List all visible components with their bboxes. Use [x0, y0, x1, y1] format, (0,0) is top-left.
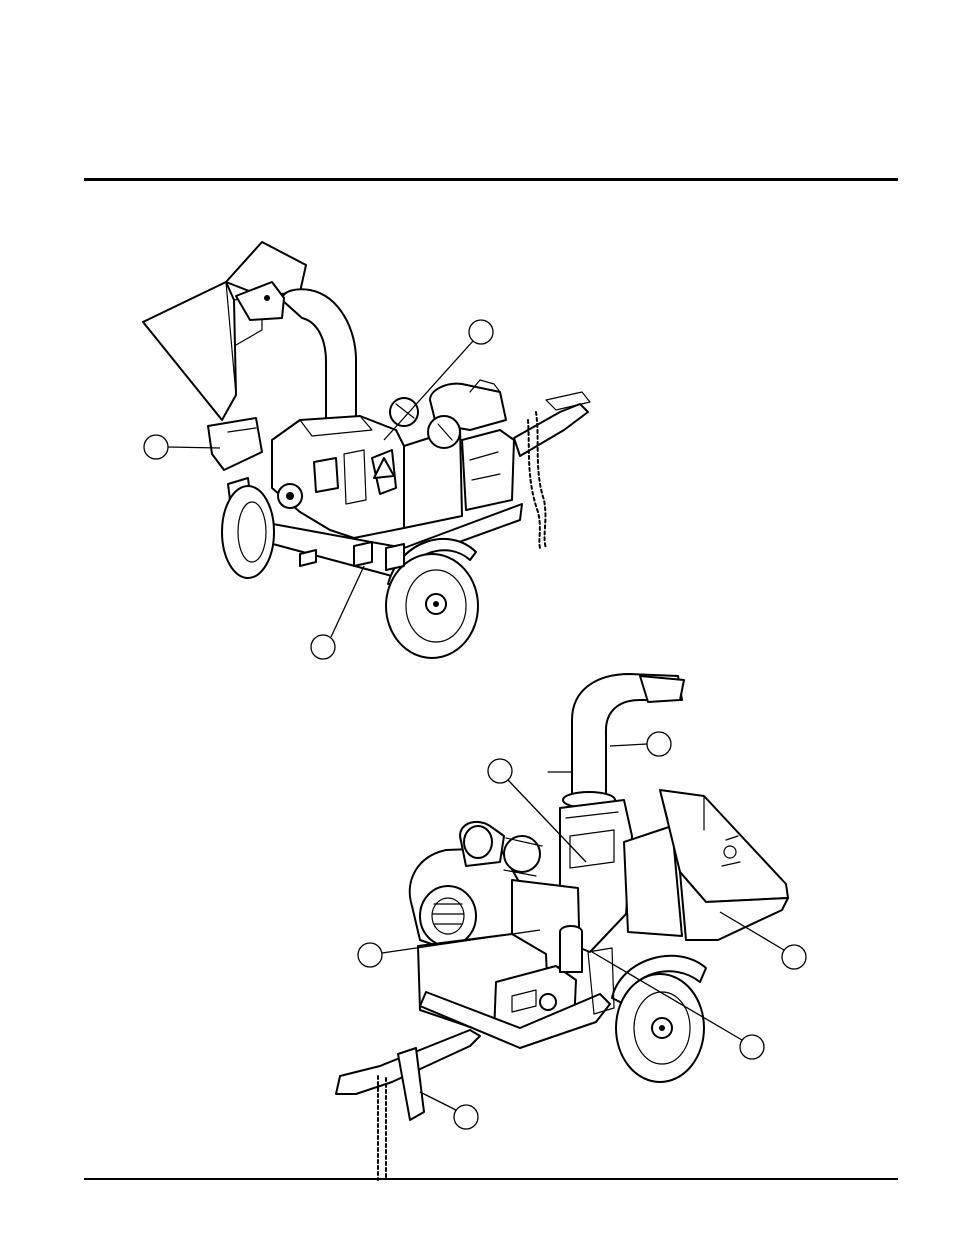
chipper-front-view	[142, 241, 591, 659]
callout-circle	[453, 1104, 479, 1130]
callout-circle	[487, 758, 513, 784]
header-rule	[84, 178, 898, 181]
callout-circle	[781, 944, 807, 970]
callout-circle	[468, 319, 494, 345]
callout-circle	[739, 1034, 765, 1060]
callout-group-front	[143, 319, 494, 660]
chipper-rear-view	[335, 673, 789, 1181]
callout-circle	[646, 731, 672, 757]
callout-group-rear	[357, 731, 807, 1130]
callout-circle	[143, 434, 169, 460]
callout-circle	[357, 942, 383, 968]
callout-circle	[310, 634, 336, 660]
footer-rule	[84, 1178, 898, 1180]
